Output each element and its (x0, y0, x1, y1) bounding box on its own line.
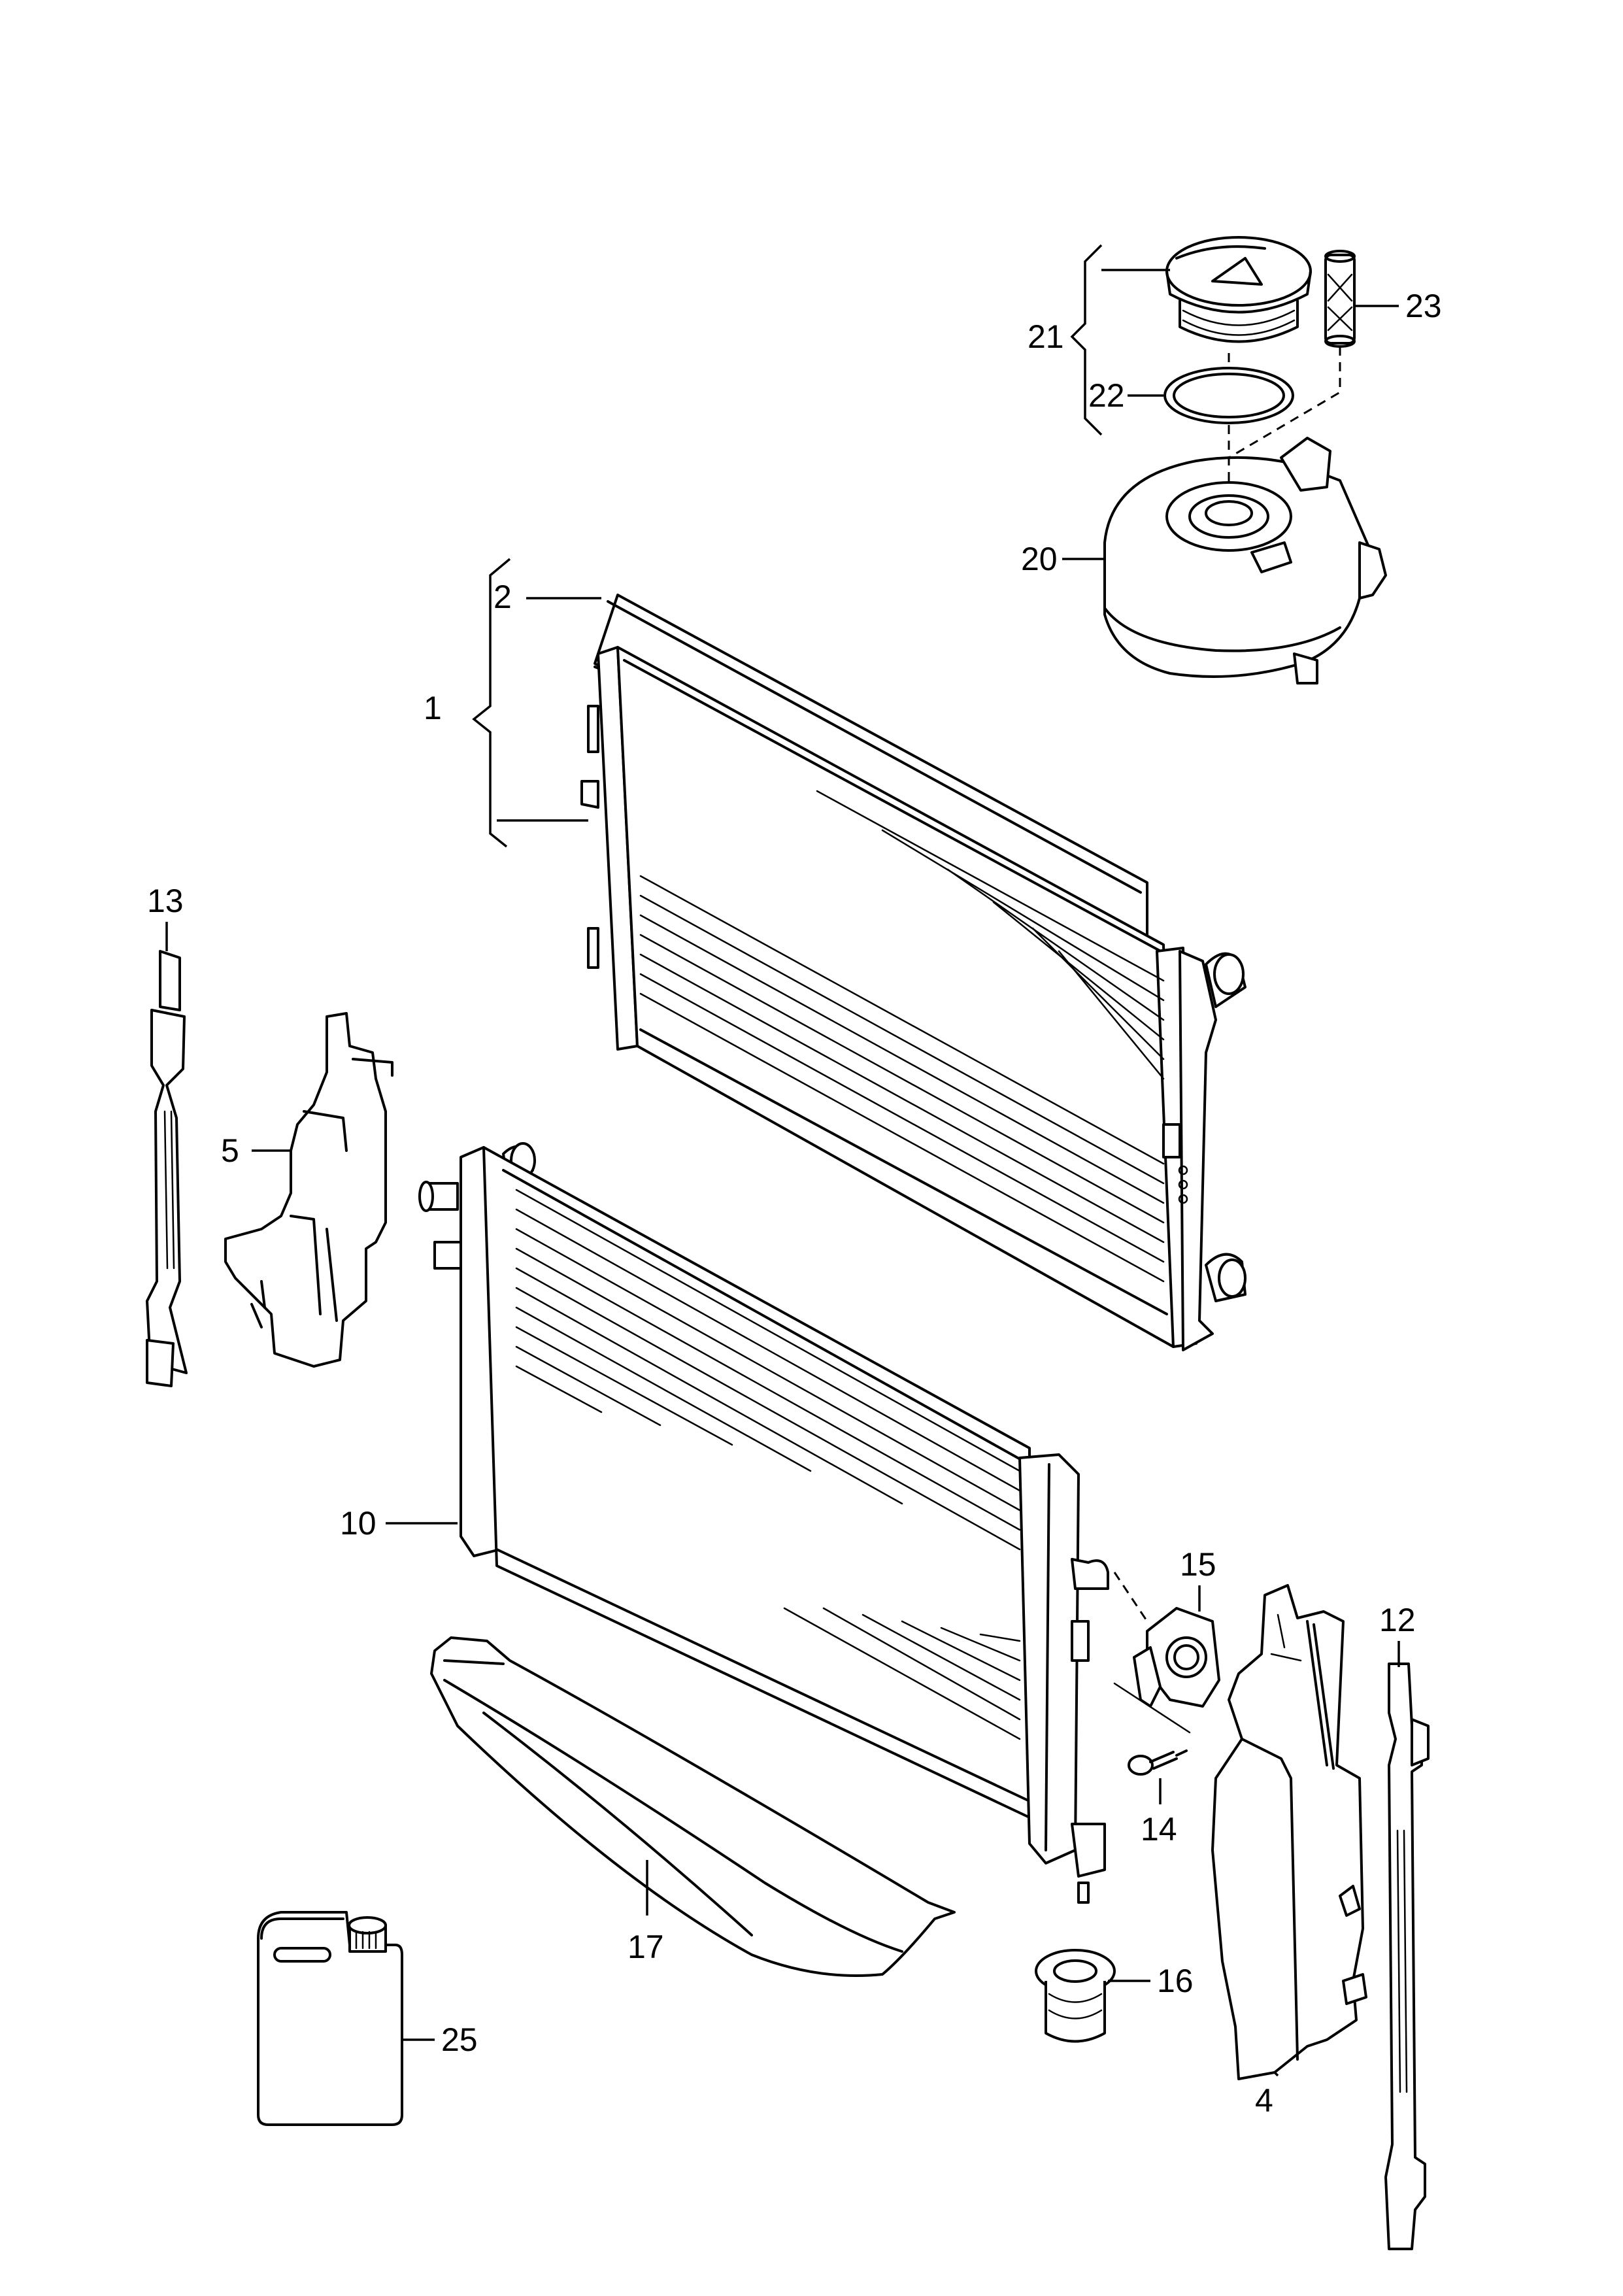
callout-22: 22 (1088, 377, 1125, 414)
filter-insert-23 (1324, 250, 1356, 348)
grommet-16 (1035, 1949, 1116, 2043)
callout-5: 5 (221, 1132, 239, 1169)
bracket-group-1 (472, 558, 511, 848)
radiator-1 (580, 594, 1247, 1351)
callout-13: 13 (147, 883, 184, 919)
seal-strip-12 (1384, 1663, 1430, 2250)
seal-strip-13 (146, 950, 188, 1387)
air-guide-17 (430, 1636, 956, 1977)
expansion-tank-20 (1103, 437, 1387, 684)
coolant-container-25 (257, 1911, 403, 2126)
callout-1: 1 (424, 690, 442, 726)
callout-10: 10 (340, 1505, 376, 1542)
bracket-group-21 (1070, 244, 1103, 436)
callout-23: 23 (1405, 288, 1442, 324)
callout-16: 16 (1157, 1963, 1194, 1999)
callout-2: 2 (494, 579, 512, 615)
air-duct-5 (224, 1012, 393, 1368)
callout-14: 14 (1141, 1811, 1177, 1848)
bracket-15 (1133, 1607, 1220, 1708)
callout-25: 25 (441, 2021, 478, 2058)
air-duct-4 (1211, 1584, 1367, 2080)
screw-14 (1128, 1749, 1188, 1776)
callout-12: 12 (1379, 1602, 1416, 1638)
callout-21: 21 (1028, 318, 1064, 355)
callout-15: 15 (1180, 1546, 1216, 1583)
leader-4 (1273, 2071, 1279, 2077)
radiator-10 (418, 1142, 1109, 1904)
sealing-ring-22 (1163, 367, 1294, 424)
callout-17: 17 (627, 1929, 664, 1965)
callout-20: 20 (1021, 541, 1058, 577)
coolant-cap-21 (1165, 236, 1312, 343)
callout-4: 4 (1255, 2082, 1273, 2119)
